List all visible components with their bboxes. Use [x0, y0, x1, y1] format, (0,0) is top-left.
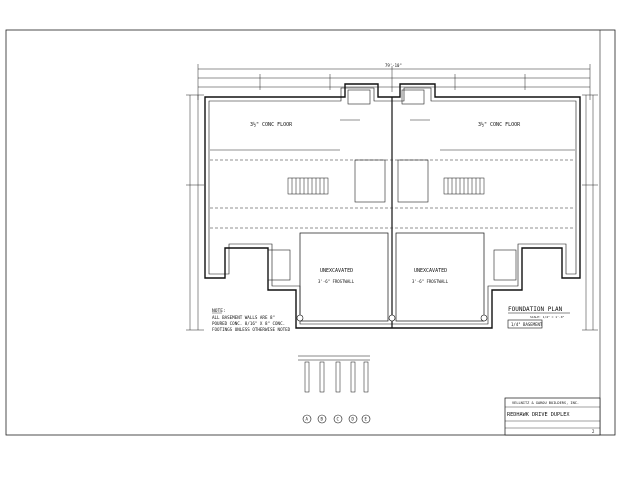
notes-line-2: POURED CONC. 8/16" X 8" CONC.: [212, 321, 285, 326]
title-block: VELLNITZ & GAROU BUILDERS, INC. REDHAWK …: [504, 397, 601, 436]
frostwall-label-left: 3'-6" FROSTWALL: [318, 279, 355, 284]
title-block-sheet: 2: [592, 429, 595, 434]
right-dimension-strings: [582, 94, 598, 331]
grid-bubble-e: E: [365, 417, 368, 422]
grid-bubble-c: C: [337, 417, 340, 422]
basement-box: [507, 319, 543, 329]
left-dimension-strings: [186, 94, 204, 331]
floor-label-right: 3½" CONC FLOOR: [478, 121, 521, 128]
foundation-walls: [204, 83, 581, 329]
unexcavated-label-left: UNEXCAVATED: [320, 268, 353, 274]
plan-scale: SCALE: 1/4" = 1'-0": [530, 315, 565, 319]
notes-line-3: FOOTINGS UNLESS OTHERWISE NOTED: [212, 327, 291, 332]
lower-side-rooms: [267, 249, 517, 281]
frostwall-label-right: 3'-6" FROSTWALL: [412, 279, 449, 284]
footing-section-details: [298, 355, 370, 393]
top-dimension-strings: [197, 64, 591, 100]
notes-line-1: ALL BASEMENT WALLS ARE 8": [212, 315, 275, 320]
stair-left: [287, 177, 329, 195]
plan-title-block: FOUNDATION PLAN SCALE: 1/4" = 1'-0" 1/4"…: [507, 306, 570, 329]
overall-dimension: 79'-10": [385, 63, 402, 68]
grid-bubbles-bottom: A B C D E: [302, 414, 371, 424]
unexcavated-areas: [299, 232, 485, 322]
sheet-border: [5, 29, 616, 436]
title-block-company: VELLNITZ & GAROU BUILDERS, INC.: [512, 401, 579, 405]
title-block-project: REDHAWK DRIVE DUPLEX: [507, 412, 570, 418]
basement-box-label: 1/4" BASEMENT: [511, 322, 543, 327]
interior-beams: [210, 159, 575, 229]
unexcavated-label-right: UNEXCAVATED: [414, 268, 447, 274]
grid-bubble-a: A: [306, 417, 309, 422]
room-partitions: [210, 89, 575, 203]
grid-bubble-b: B: [321, 417, 324, 422]
grid-bubble-d: D: [352, 417, 355, 422]
notes-block: NOTE: ALL BASEMENT WALLS ARE 8" POURED C…: [212, 308, 291, 332]
notes-heading: NOTE:: [212, 308, 226, 314]
plan-title: FOUNDATION PLAN: [508, 306, 563, 313]
floor-label-left: 3½" CONC FLOOR: [250, 121, 293, 128]
stair-right: [443, 177, 485, 195]
grid-bubble-row-plan: [296, 314, 488, 322]
